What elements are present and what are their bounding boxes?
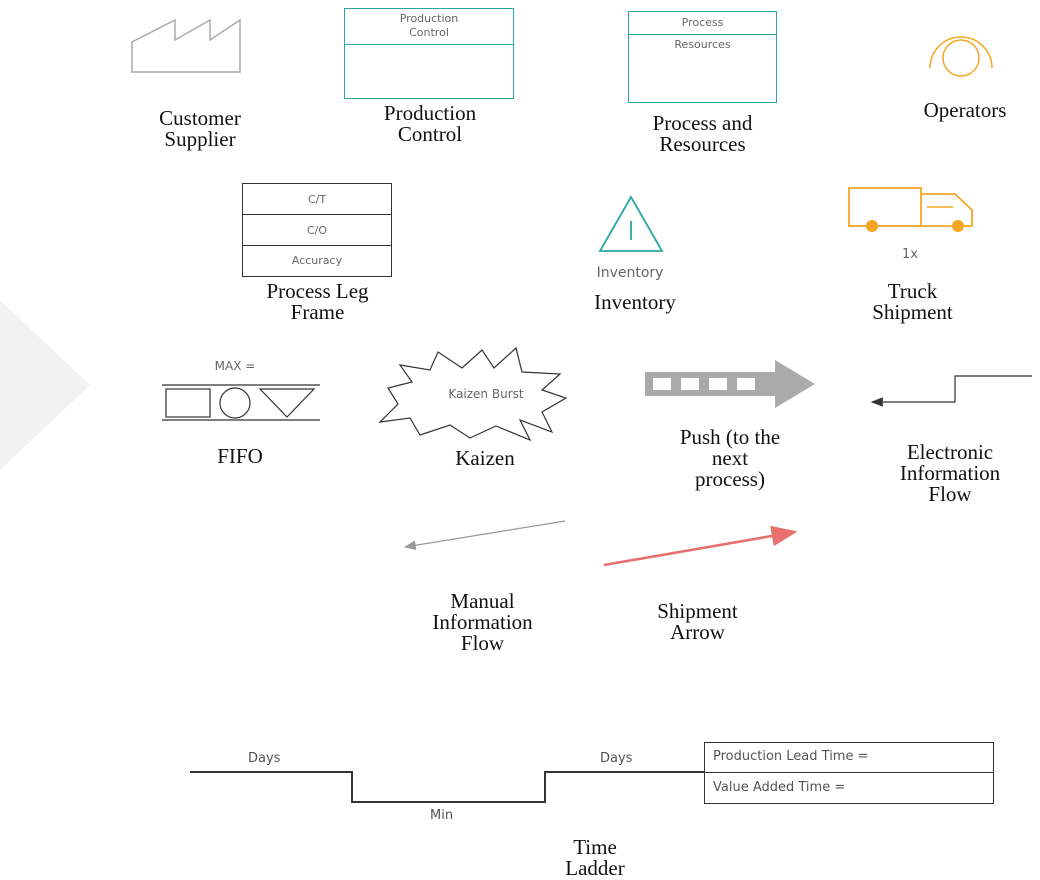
ladder-days-right: Days (600, 751, 633, 766)
label-process-resources: Process and Resources (652, 111, 753, 156)
ladder-days-left: Days (248, 751, 281, 766)
label-manual-info-flow: Manual Information Flow (432, 589, 533, 655)
label-time-ladder: Time Ladder (565, 835, 625, 880)
label-truck-shipment: Truck Shipment (872, 279, 953, 324)
factory-icon (131, 18, 241, 73)
time-ladder-line (190, 771, 705, 803)
label-customer-supplier: Customer Supplier (159, 106, 241, 151)
background-watermark-triangle (0, 300, 90, 470)
label-production-control: Production Control (383, 101, 477, 146)
label-process-leg-frame: Process Leg Frame (266, 279, 369, 324)
fifo-max-text: MAX = (214, 359, 256, 373)
leg-frame-row-co: C/O (243, 215, 391, 246)
process-box-header: Process (629, 12, 776, 35)
label-fifo: FIFO (217, 444, 263, 468)
operator-icon (929, 36, 993, 77)
production-control-box: Production Control (344, 8, 514, 99)
push-arrow-icon (645, 360, 815, 408)
process-leg-frame-box: C/T C/O Accuracy (242, 183, 392, 277)
leg-frame-row-ct: C/T (243, 184, 391, 215)
production-control-box-title: Production Control (345, 9, 513, 45)
kaizen-burst-icon (378, 346, 568, 442)
time-ladder-summary-box: Production Lead Time = Value Added Time … (704, 742, 994, 804)
label-operators: Operators (923, 98, 1007, 122)
leg-frame-row-accuracy: Accuracy (291, 254, 343, 267)
fifo-lane-icon (162, 384, 320, 421)
process-resources-box: Process Resources (628, 11, 777, 103)
process-box-resources: Resources (674, 38, 731, 51)
manual-info-flow-arrow (403, 520, 566, 551)
shipment-arrow-icon (603, 525, 798, 567)
label-electronic-info-flow: Electronic Information Flow (899, 440, 1001, 506)
kaizen-burst-text: Kaizen Burst (448, 387, 524, 401)
inventory-triangle-icon (598, 195, 664, 252)
truck-icon (848, 187, 973, 232)
value-added-row: Value Added Time = (713, 780, 846, 795)
label-kaizen: Kaizen (455, 446, 515, 470)
ladder-min: Min (430, 808, 454, 823)
label-inventory: Inventory (594, 290, 676, 314)
label-push: Push (to the next process) (679, 425, 781, 491)
inventory-symbol-text: Inventory (596, 265, 664, 281)
truck-count: 1x (902, 247, 918, 262)
electronic-info-flow-arrow (870, 375, 1032, 407)
lead-time-row: Production Lead Time = (705, 743, 993, 773)
label-shipment-arrow: Shipment Arrow (657, 599, 738, 644)
